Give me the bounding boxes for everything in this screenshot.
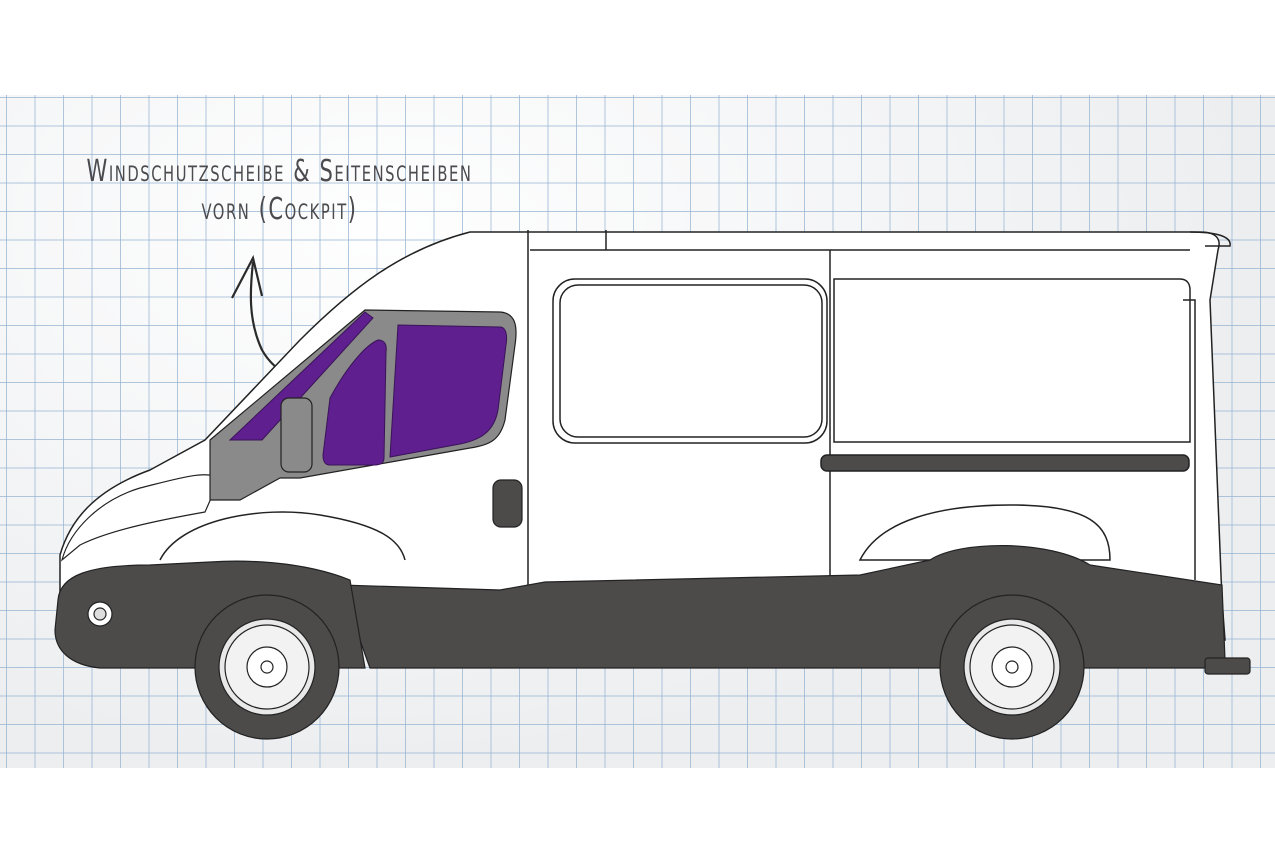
annotation-line-1: Windschutzscheibe & Seitenscheiben (86, 154, 473, 189)
front-side-window-left (322, 339, 387, 466)
rear-wheel (939, 594, 1085, 740)
front-side-window-right (389, 324, 508, 458)
annotation-line-2: vorn (Cockpit) (201, 192, 358, 227)
annotation-label: Windschutzscheibe & Seitenscheiben vorn … (22, 148, 537, 234)
side-mirror (280, 397, 313, 473)
front-fascia (60, 474, 221, 627)
front-wheel (194, 594, 340, 740)
windshield (228, 311, 374, 441)
highlighted-glass (228, 311, 508, 466)
